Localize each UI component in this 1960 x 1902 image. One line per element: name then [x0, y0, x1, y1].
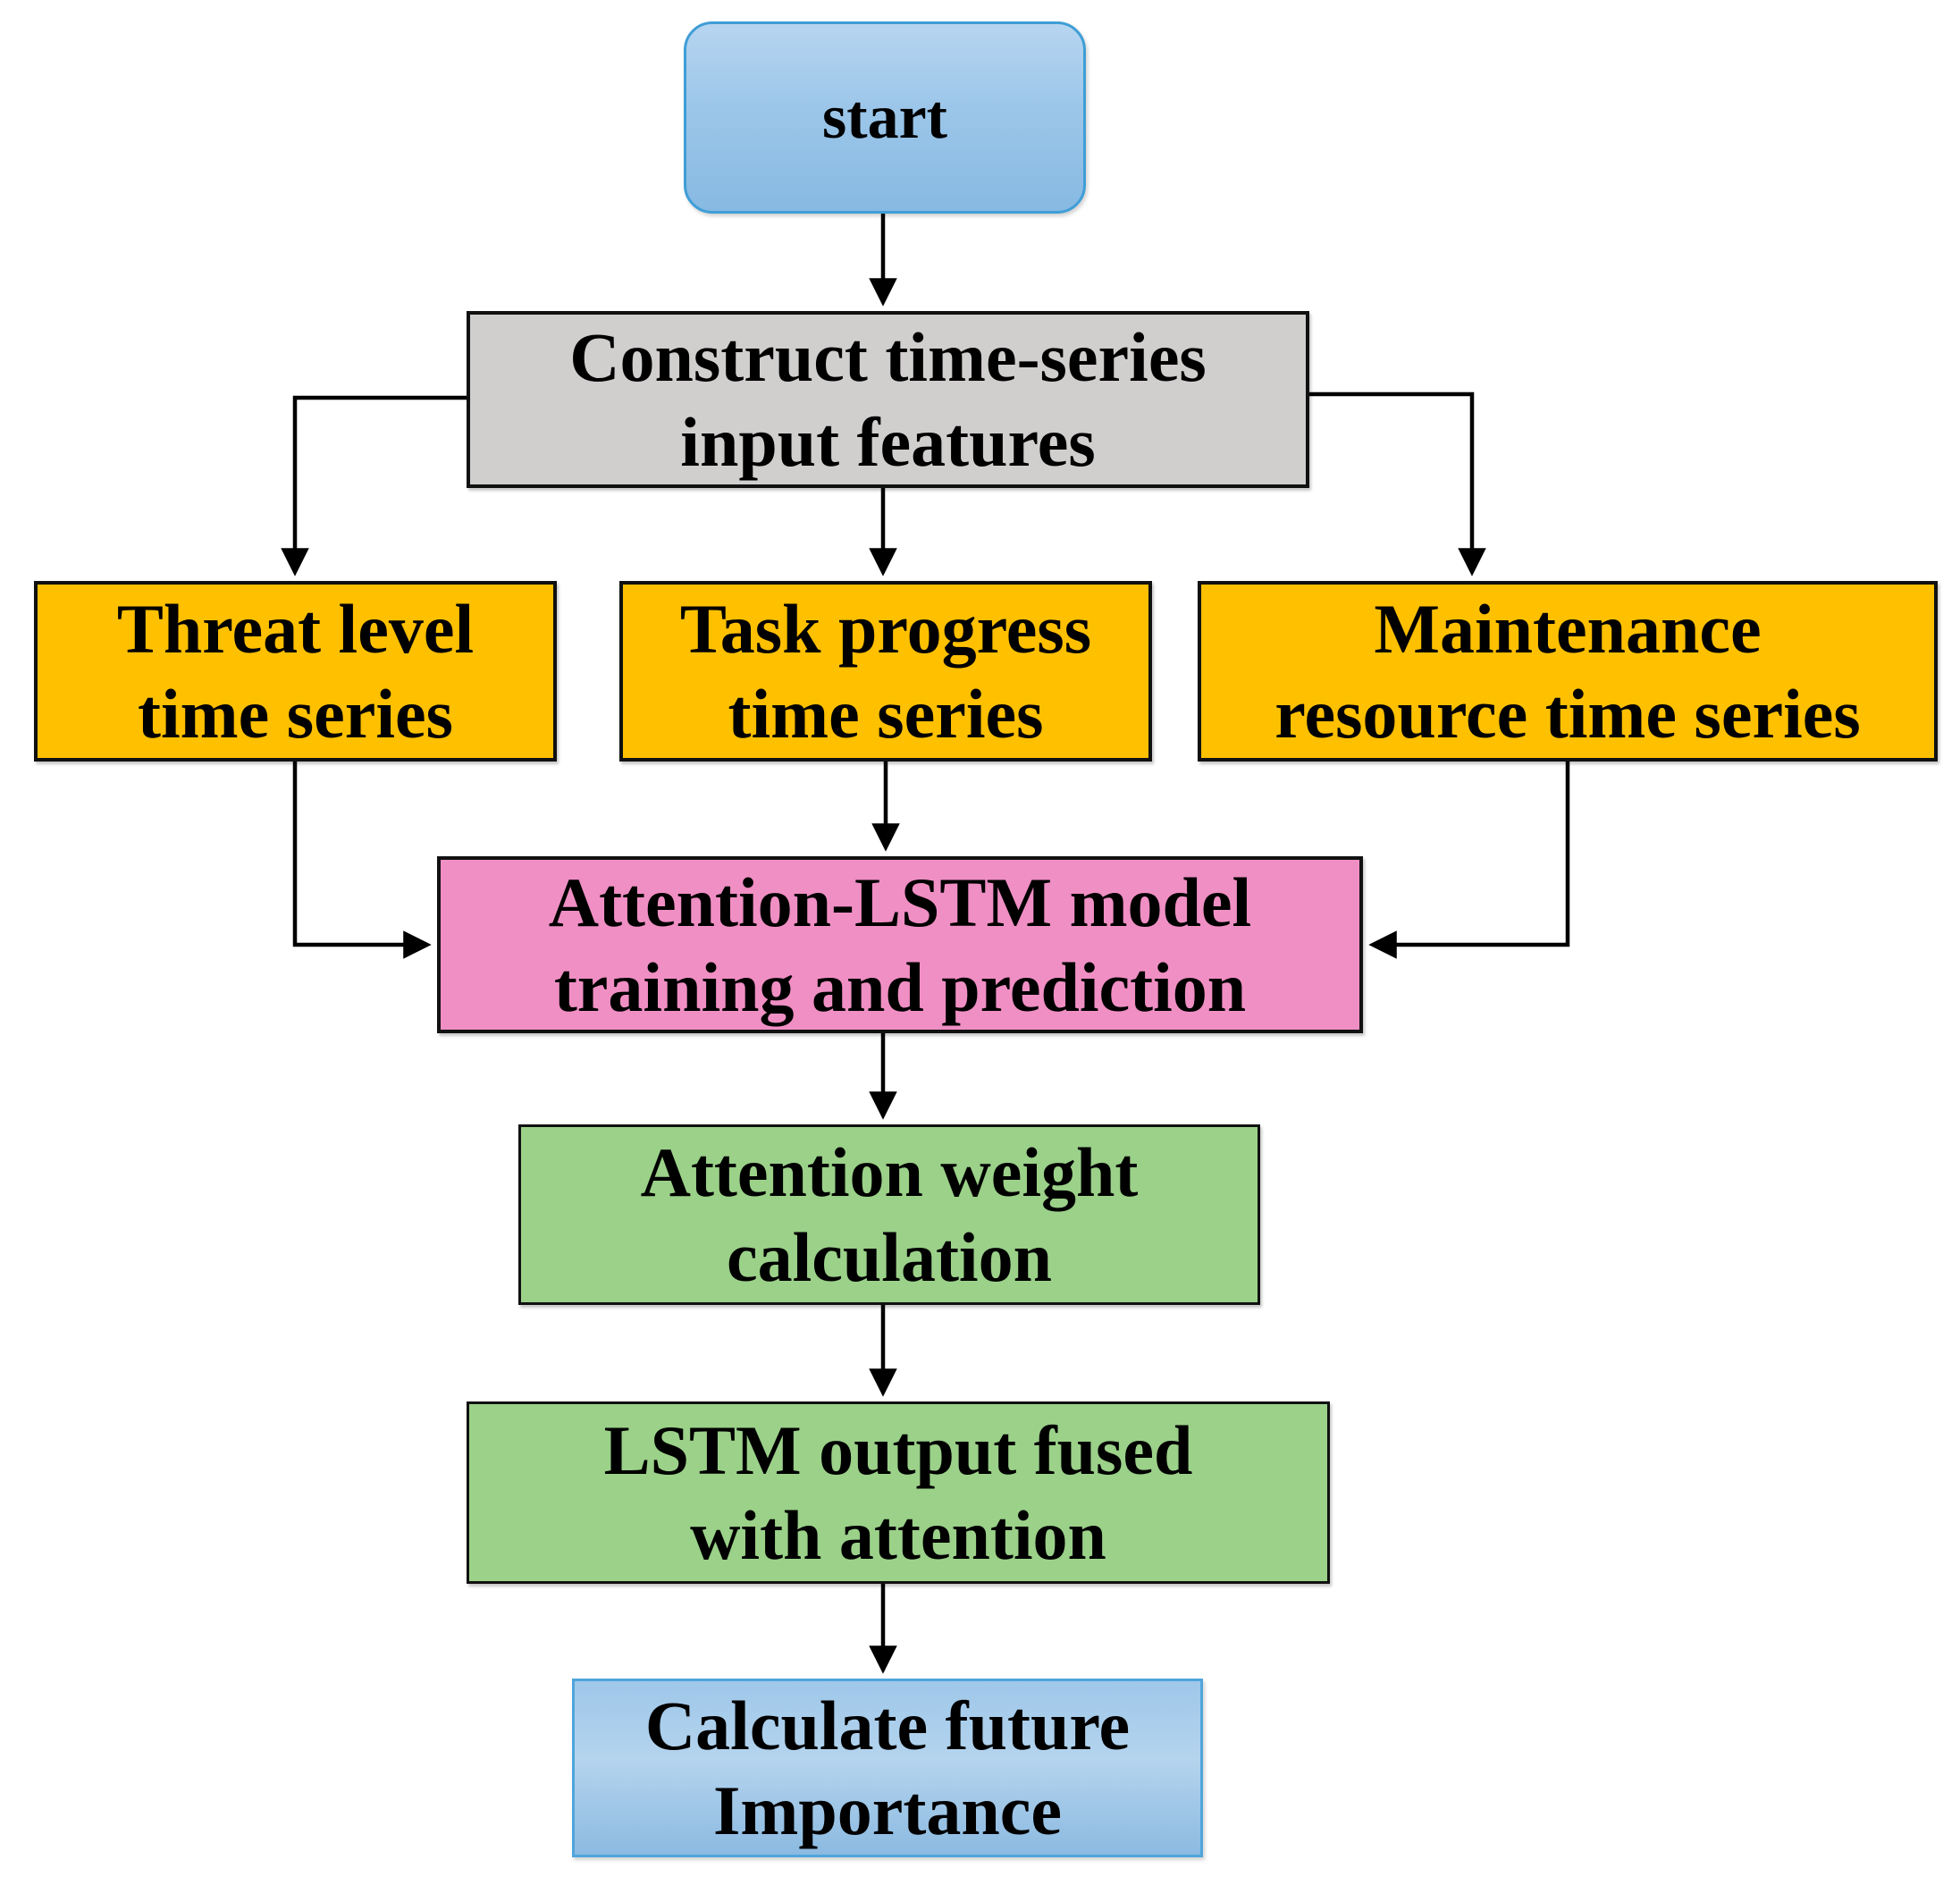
- edge-threat-to-attlstm: [292, 762, 432, 959]
- edge-construct-to-maintenance: [1309, 391, 1486, 576]
- node-lstmfused-label-line2: with attention: [690, 1496, 1106, 1574]
- node-construct-time-series-input-features: Construct time-series input features: [467, 311, 1309, 488]
- node-maintenance-label-line1: Maintenance: [1374, 589, 1762, 668]
- node-attweight-label-line1: Attention weight: [640, 1132, 1139, 1211]
- node-maintenance-label-line2: resource time series: [1274, 675, 1861, 753]
- node-attention-weight-calculation: Attention weight calculation: [518, 1124, 1260, 1305]
- node-attention-lstm-training-prediction: Attention-LSTM model training and predic…: [437, 856, 1363, 1033]
- node-maintenance-resource-time-series: Maintenance resource time series: [1198, 581, 1938, 762]
- node-lstm-output-fused-with-attention: LSTM output fused with attention: [467, 1401, 1330, 1584]
- node-attweight-label-line2: calculation: [727, 1218, 1052, 1296]
- node-threat-label-line2: time series: [138, 675, 453, 753]
- edge-maintenance-to-attlstm: [1368, 762, 1570, 959]
- node-task-label-line1: Task progress: [679, 589, 1092, 668]
- node-attlstm-label-line1: Attention-LSTM model: [548, 863, 1252, 941]
- node-threat-label-line1: Threat level: [116, 589, 475, 668]
- node-attlstm-label-line2: training and prediction: [553, 948, 1247, 1026]
- node-construct-label-line2: input features: [680, 403, 1096, 481]
- node-start-label: start: [822, 82, 947, 152]
- node-lstmfused-label-line1: LSTM output fused: [603, 1410, 1193, 1489]
- node-calc-label-line2: Importance: [713, 1772, 1062, 1849]
- node-calc-label-line1: Calculate future: [644, 1686, 1131, 1764]
- node-start: start: [684, 21, 1086, 214]
- edge-construct-to-threat: [281, 395, 467, 576]
- node-calculate-future-importance: Calculate future Importance: [572, 1679, 1203, 1857]
- node-construct-label-line1: Construct time-series: [569, 317, 1207, 396]
- node-task-progress-time-series: Task progress time series: [619, 581, 1152, 762]
- node-task-label-line2: time series: [728, 675, 1044, 753]
- node-threat-level-time-series: Threat level time series: [34, 581, 557, 762]
